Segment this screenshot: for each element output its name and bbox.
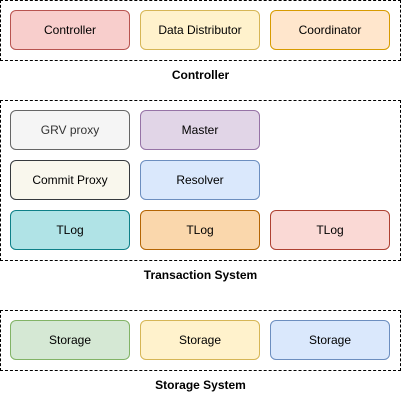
grv-proxy-box-label: GRV proxy <box>40 123 100 137</box>
storage-box-label: Storage <box>48 333 92 347</box>
tlog-box: TLog <box>270 210 390 250</box>
coordinator-box: Coordinator <box>270 10 390 50</box>
data-distributor-box-label: Data Distributor <box>158 23 242 37</box>
storage-system-group-label: Storage System <box>155 378 246 392</box>
transaction-system-group-label: Transaction System <box>143 268 258 282</box>
commit-proxy-box-label: Commit Proxy <box>32 173 108 187</box>
data-distributor-box: Data Distributor <box>140 10 260 50</box>
master-box-label: Master <box>181 123 219 137</box>
controller-box: Controller <box>10 10 130 50</box>
tlog-box-label: TLog <box>56 223 84 237</box>
controller-box-label: Controller <box>43 23 97 37</box>
resolver-box-label: Resolver <box>176 173 224 187</box>
controller-group-label: Controller <box>171 68 230 82</box>
storage-box-label: Storage <box>178 333 222 347</box>
tlog-box: TLog <box>10 210 130 250</box>
resolver-box: Resolver <box>140 160 260 200</box>
coordinator-box-label: Coordinator <box>298 23 362 37</box>
storage-box: Storage <box>270 320 390 360</box>
tlog-box-label: TLog <box>316 223 344 237</box>
storage-box: Storage <box>140 320 260 360</box>
commit-proxy-box: Commit Proxy <box>10 160 130 200</box>
storage-box-label: Storage <box>308 333 352 347</box>
master-box: Master <box>140 110 260 150</box>
grv-proxy-box: GRV proxy <box>10 110 130 150</box>
tlog-box-label: TLog <box>186 223 214 237</box>
storage-box: Storage <box>10 320 130 360</box>
tlog-box: TLog <box>140 210 260 250</box>
